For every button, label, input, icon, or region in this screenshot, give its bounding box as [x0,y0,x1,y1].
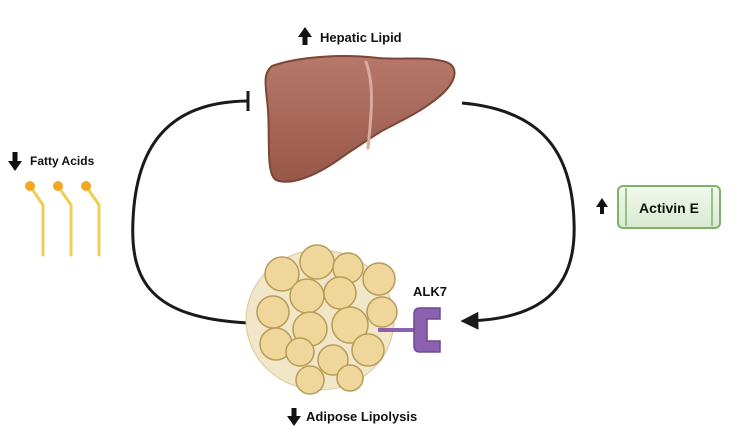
fatty-acids-label: Fatty Acids [30,154,95,168]
adipose-lipolysis-label: Adipose Lipolysis [306,409,417,424]
hepatic-lipid-up-arrow-icon [298,27,312,45]
fatty-acids-icon [28,184,101,257]
alk7-receptor-icon [413,307,441,353]
alk7-label: ALK7 [413,284,447,299]
fatty-acids-down-arrow-icon [8,152,22,171]
activin-e-label: Activin E [639,200,699,216]
activin-e-up-arrow-icon [596,198,608,214]
adipose-lipolysis-down-arrow-icon [287,408,301,426]
activation-arc [460,101,576,330]
liver-icon [264,55,456,183]
inhibition-arc [131,99,249,325]
adipose-tissue-icon [245,244,398,395]
fatty-acid-heads [25,181,91,191]
activin-e-box [617,185,721,229]
hepatic-lipid-label: Hepatic Lipid [320,30,402,45]
